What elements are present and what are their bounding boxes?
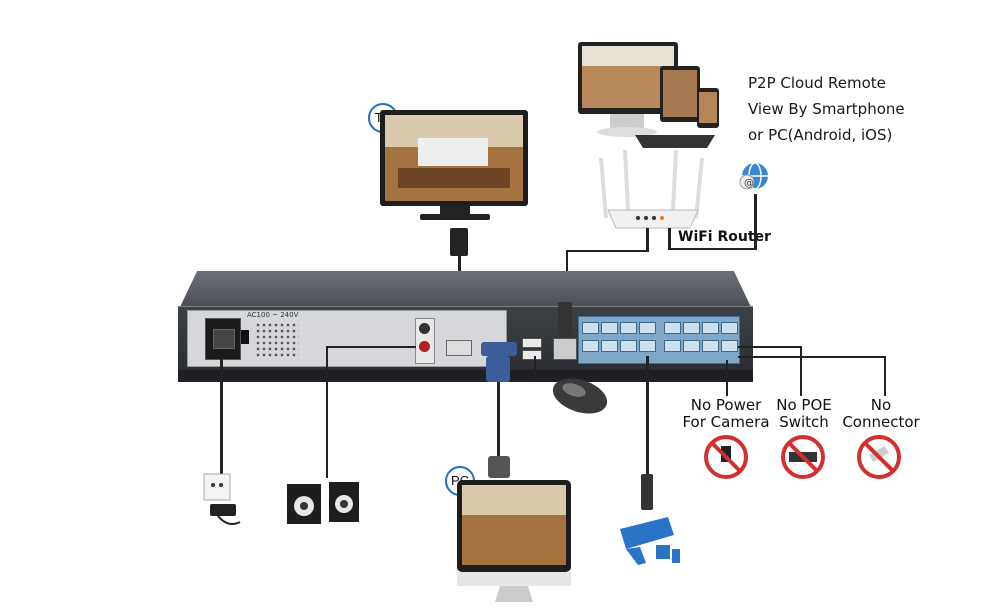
wifi-router-label: WiFi Router	[678, 229, 771, 245]
nvr-base	[178, 370, 753, 382]
poe-port	[721, 340, 738, 352]
svg-text:@: @	[744, 178, 754, 189]
poe-port	[683, 322, 700, 334]
camera-plug-icon	[641, 474, 653, 510]
hdmi-port	[446, 340, 472, 356]
mouse-cable	[534, 356, 536, 380]
poe-port	[702, 322, 719, 334]
lan-plug-icon	[558, 302, 572, 338]
no-power-line-2: For Camera	[682, 413, 770, 431]
audio-cable	[326, 346, 328, 478]
nvr-voltage-label: AC100 ~ 240V	[247, 311, 299, 319]
camera-cable	[646, 356, 649, 486]
power-cable	[220, 358, 223, 478]
poe-port	[620, 340, 637, 352]
poe-port	[664, 322, 681, 334]
hdmi-plug-icon	[450, 228, 468, 256]
usb-port	[522, 338, 542, 348]
poe-port	[620, 322, 637, 334]
router-cable	[668, 228, 671, 250]
pc-illustration	[457, 480, 571, 602]
no-poe-switch-icon	[781, 435, 825, 479]
camera-icon	[620, 517, 680, 565]
poe-port	[582, 340, 599, 352]
no-connector-icon	[857, 435, 901, 479]
tv-illustration	[380, 110, 528, 220]
vga-cable	[497, 356, 500, 460]
no-poe-line-2: Switch	[779, 413, 829, 431]
poe-note-line	[726, 360, 728, 396]
cloud-line-1: P2P Cloud Remote	[748, 74, 886, 92]
router-cable	[566, 250, 648, 252]
vga-port	[481, 342, 517, 356]
poe-port	[639, 322, 656, 334]
poe-note-line	[800, 346, 802, 396]
fan-vent	[255, 322, 299, 358]
cloud-line-2: View By Smartphone	[748, 100, 905, 118]
usb-port	[522, 350, 542, 360]
audio-cable	[326, 346, 416, 348]
cloud-remote-text: P2P Cloud Remote View By Smartphone or P…	[748, 70, 905, 148]
power-outlet-icon	[203, 473, 241, 525]
no-poe-label: No POE Switch	[749, 397, 859, 431]
poe-port	[721, 322, 738, 334]
router-cable	[646, 228, 649, 252]
wifi-router-illustration	[599, 149, 704, 229]
globe-icon: @	[739, 162, 768, 190]
power-switch	[241, 330, 249, 344]
poe-port	[683, 340, 700, 352]
router-cable	[754, 194, 757, 250]
no-power-adapter-icon	[704, 435, 748, 479]
mouse-cable	[534, 378, 560, 380]
poe-note-line	[884, 356, 886, 396]
no-power-line-1: No Power	[690, 396, 762, 414]
poe-port	[639, 340, 656, 352]
no-power-label: No Power For Camera	[671, 397, 781, 431]
speakers-illustration	[287, 482, 359, 524]
nvr-top-cover	[180, 271, 751, 307]
poe-note-line	[738, 356, 886, 358]
mouse-icon	[552, 378, 608, 414]
poe-port	[702, 340, 719, 352]
cloud-line-3: or PC(Android, iOS)	[748, 126, 893, 144]
no-connector-line-1: No	[870, 396, 892, 414]
power-socket	[205, 318, 241, 360]
router-cable	[668, 248, 756, 250]
no-connector-line-2: Connector	[842, 413, 920, 431]
poe-note-line	[738, 346, 800, 348]
audio-ports	[415, 318, 435, 364]
remote-devices-illustration	[578, 42, 719, 148]
poe-port	[582, 322, 599, 334]
vga-plug-icon	[488, 456, 510, 478]
poe-port	[601, 322, 618, 334]
poe-port	[601, 340, 618, 352]
poe-port	[664, 340, 681, 352]
no-connector-label: No Connector	[826, 397, 936, 431]
lan-port	[553, 338, 577, 360]
no-poe-line-1: No POE	[776, 396, 832, 414]
vga-plug-icon	[486, 356, 510, 382]
